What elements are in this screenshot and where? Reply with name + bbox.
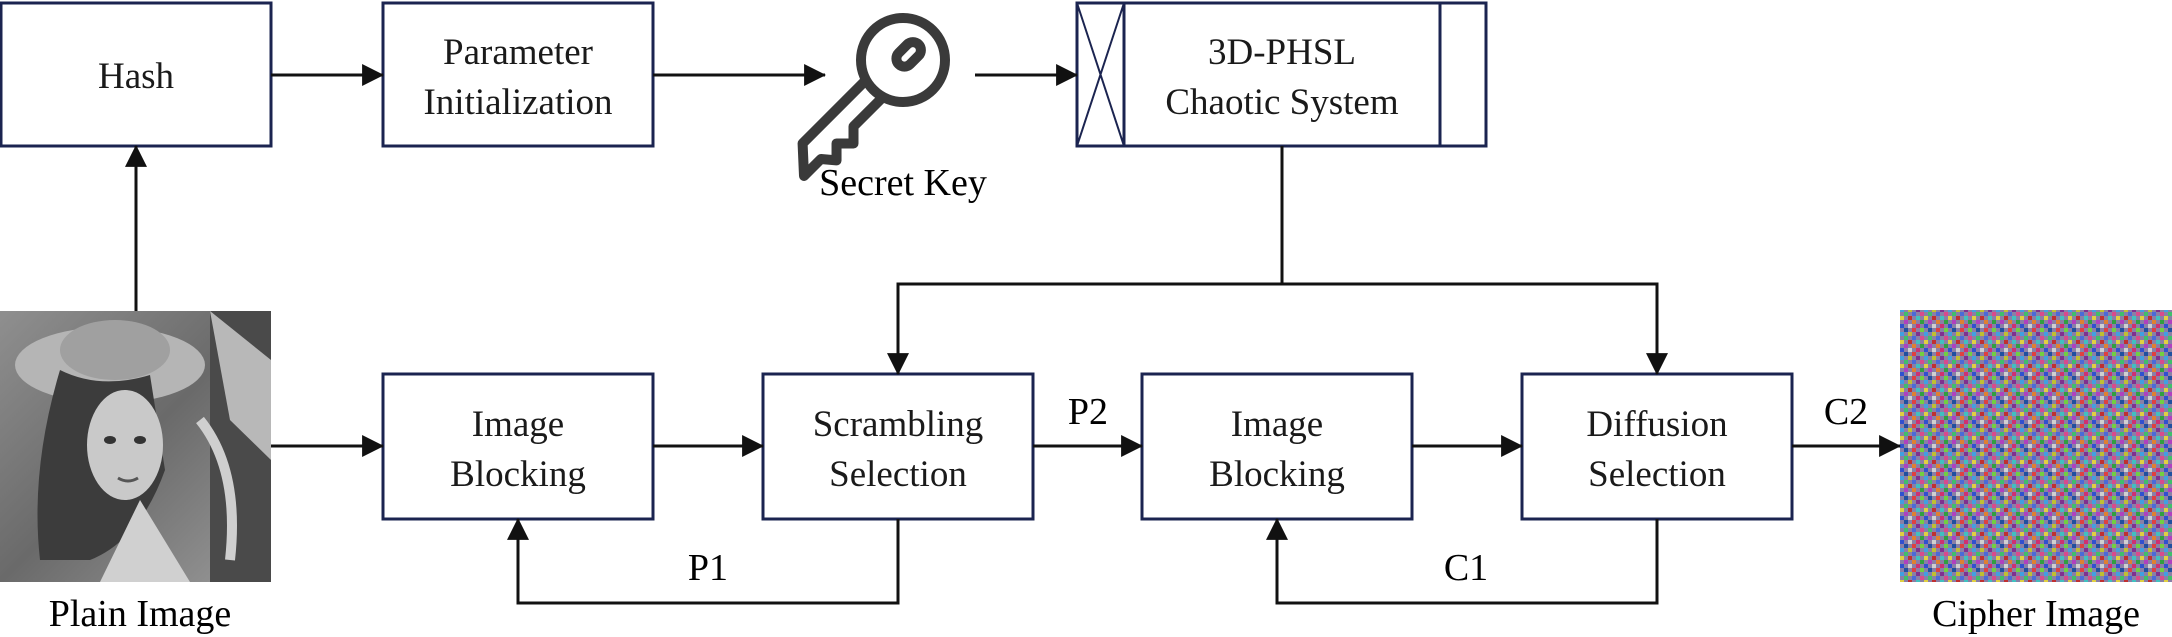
scrambling-selection-box: Scrambling Selection xyxy=(761,372,1035,521)
image-blocking-2-line2: Blocking xyxy=(1209,454,1345,495)
cipher-image xyxy=(1900,310,2172,582)
chaotic-system-box: 3D-PHSL Chaotic System xyxy=(1075,1,1488,148)
hash-label: Hash xyxy=(98,56,175,97)
cipher-image-label: Cipher Image xyxy=(1932,593,2140,635)
feedback-arrow-p1 xyxy=(507,517,900,605)
diffusion-selection-box: Diffusion Selection xyxy=(1520,372,1794,521)
plain-image-label: Plain Image xyxy=(49,593,232,635)
parameter-initialization-line2: Initialization xyxy=(423,82,612,123)
image-blocking-1-line1: Image xyxy=(472,404,564,445)
diffusion-selection-line2: Selection xyxy=(1588,454,1726,495)
chaotic-system-line2: Chaotic System xyxy=(1165,82,1399,123)
edge-label-c2: C2 xyxy=(1824,391,1868,433)
edge-label-c1: C1 xyxy=(1444,547,1488,589)
arrow-chaotic-to-scrambling xyxy=(887,146,1284,376)
parameter-initialization-line1: Parameter xyxy=(443,32,593,73)
image-blocking-1-line2: Blocking xyxy=(450,454,586,495)
edge-label-p1: P1 xyxy=(688,547,728,589)
arrow-chaotic-to-diffusion xyxy=(1282,282,1668,376)
scrambling-selection-line2: Selection xyxy=(829,454,967,495)
key-icon xyxy=(797,12,950,181)
image-blocking-box-1: Image Blocking xyxy=(381,372,655,521)
parameter-initialization-box: Parameter Initialization xyxy=(381,1,655,148)
diffusion-selection-line1: Diffusion xyxy=(1586,404,1727,445)
chaotic-system-line1: 3D-PHSL xyxy=(1208,32,1356,73)
secret-key-label: Secret Key xyxy=(819,162,987,204)
hash-box: Hash xyxy=(0,1,273,148)
plain-image xyxy=(0,311,271,582)
feedback-arrow-c1 xyxy=(1266,517,1659,605)
image-blocking-2-line1: Image xyxy=(1231,404,1323,445)
edge-label-p2: P2 xyxy=(1068,391,1108,433)
image-blocking-box-2: Image Blocking xyxy=(1140,372,1414,521)
scrambling-selection-line1: Scrambling xyxy=(813,404,984,445)
